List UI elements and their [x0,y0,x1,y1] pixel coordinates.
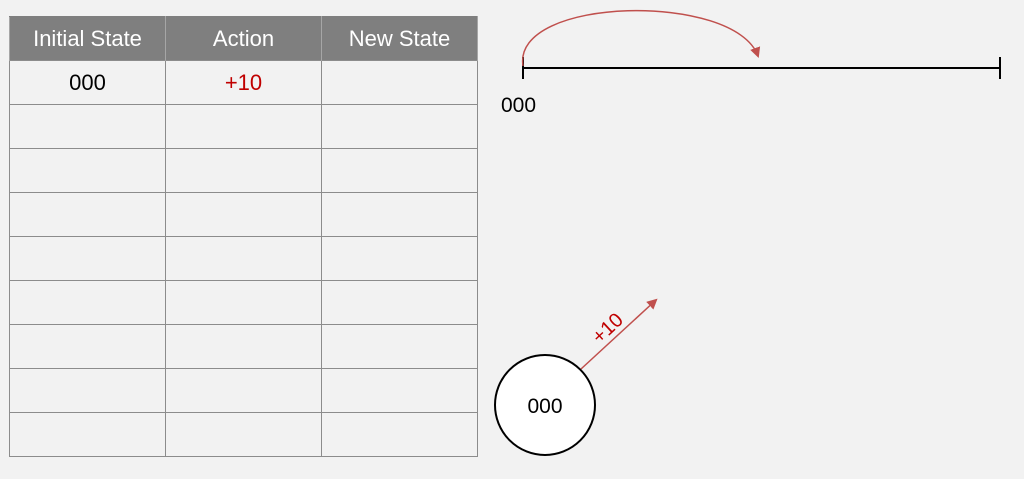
table-row [9,148,478,193]
header-new-state: New State [321,16,478,61]
table-row [9,412,478,457]
cell-action [165,368,322,413]
header-action: Action [165,16,322,61]
cell-action [165,148,322,193]
number-line-start-label: 000 [501,94,536,117]
number-line: 000 [501,9,1001,117]
cell-initial-state [9,412,166,457]
jump-arrow-arc [522,9,761,67]
table-row [9,280,478,325]
cell-new-state [321,192,478,237]
cell-action [165,104,322,149]
cell-initial-state [9,280,166,325]
cell-new-state [321,148,478,193]
table-row [9,104,478,149]
cell-new-state [321,60,478,105]
state-node-circle [494,354,596,456]
cell-initial-state [9,104,166,149]
cell-action [165,412,322,457]
cell-initial-state [9,324,166,369]
cell-action [165,236,322,281]
cell-new-state [321,104,478,149]
cell-initial-state [9,148,166,193]
table-row [9,236,478,281]
cell-action [165,192,322,237]
table-row: 000 +10 [9,60,478,105]
cell-new-state [321,368,478,413]
table-row [9,368,478,413]
cell-new-state [321,412,478,457]
cell-new-state [321,280,478,325]
state-transition-table: Initial State Action New State 000 +10 [9,16,478,457]
action-arrow [580,298,658,370]
cell-initial-state [9,192,166,237]
table-row [9,192,478,237]
cell-initial-state [9,368,166,413]
state-node-group: 000 +10 [494,298,658,456]
state-node-label: 000 [527,395,562,418]
header-initial-state: Initial State [9,16,166,61]
action-arrow-label: +10 [588,309,628,348]
table-header-row: Initial State Action New State [9,16,478,61]
